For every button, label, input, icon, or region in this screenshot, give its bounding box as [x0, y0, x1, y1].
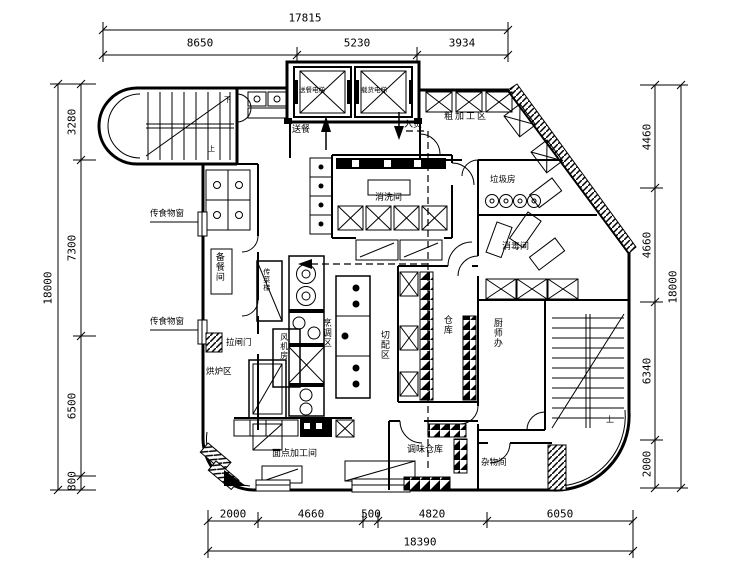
dim-left-seg3: 6500 [65, 392, 79, 420]
dim-bottom-seg1: 2000 [219, 507, 247, 521]
dim-bottom-seg2: 4660 [297, 507, 325, 521]
room-label-chef-office: 厨师办 [491, 318, 502, 348]
room-label-oven-area: 烘炉区 [206, 367, 232, 377]
room-label-storeroom: 仓库 [441, 315, 452, 335]
cooking-line [288, 255, 325, 417]
room-label-meal-prep: 备餐间 [213, 252, 224, 282]
outer-walls [97, 83, 637, 492]
room-label-cutting: 切配区 [378, 330, 389, 360]
room-label-disinfection: 消毒间 [502, 242, 530, 252]
meal-prep-area [150, 169, 251, 345]
dim-left-total: 18000 [41, 271, 55, 305]
dimension-lines-left [50, 79, 96, 495]
dimension-lines-top [98, 22, 513, 62]
staircase-right [551, 313, 625, 429]
label-meal-out: 送餐 [292, 125, 311, 135]
room-label-rough-processing: 粗加工区 [444, 112, 489, 122]
dim-right-seg2: 4660 [640, 231, 654, 259]
dish-lift-shaft [256, 260, 283, 322]
room-label-pastry: 面点加工间 [272, 449, 318, 459]
room-label-washing: 消洗间 [375, 193, 403, 203]
dim-top-seg2: 5230 [343, 36, 371, 50]
room-label-dish-lift: 传菜梯 [262, 268, 271, 292]
pastry-room [199, 417, 416, 493]
label-rolling-gate: 拉闸门 [226, 338, 252, 348]
garbage-room [485, 177, 563, 209]
dim-top-seg3: 3934 [448, 36, 476, 50]
storeroom [397, 241, 478, 403]
room-label-garbage: 垃圾房 [490, 175, 516, 185]
dim-right-total: 18000 [666, 270, 680, 304]
label-stairs-up-left: 上 [208, 145, 215, 153]
dim-bottom-total: 18390 [403, 535, 437, 549]
label-elevator-right: 载货电梯 [361, 86, 387, 94]
dim-bottom-seg4: 4820 [418, 507, 446, 521]
room-label-cooking: 烹调区 [320, 318, 331, 348]
rolling-gate-hatch [205, 332, 223, 353]
label-goods-in: 入货 [404, 120, 423, 130]
washing-room [309, 154, 475, 261]
dimension-lines-right [640, 80, 688, 493]
room-label-fan-room: 风机房 [279, 333, 289, 360]
rough-processing-equipment [247, 91, 564, 174]
interior-walls [237, 118, 629, 490]
room-label-sundries: 杂物间 [481, 458, 507, 468]
label-stairs-down: 下 [224, 96, 231, 104]
prep-island [335, 275, 371, 399]
dim-top-total: 17815 [288, 11, 322, 25]
dim-right-seg4: 2000 [640, 450, 654, 478]
dim-left-seg2: 7300 [65, 234, 79, 262]
room-label-seasoning-store: 调味仓库 [407, 445, 444, 455]
dim-bottom-seg3: 500 [361, 507, 381, 521]
disinfection-room [485, 211, 579, 300]
dim-right-seg3: 6340 [640, 357, 654, 385]
dim-bottom-seg5: 6050 [546, 507, 574, 521]
label-pass-window-upper: 传食物窗 [150, 209, 185, 219]
elevator-core [285, 60, 421, 124]
dim-left-seg4: 800 [65, 471, 79, 491]
sundries-room [478, 442, 567, 491]
label-elevator-left: 送餐电梯 [299, 86, 325, 94]
seasoning-store [388, 420, 478, 491]
dimension-lines-bottom [203, 510, 638, 558]
flow-arrows [298, 112, 429, 472]
dim-right-seg1: 4460 [640, 123, 654, 151]
label-stairs-up-right: 上 [606, 415, 614, 424]
dim-left-seg1: 3280 [65, 108, 79, 136]
label-pass-window-lower: 传食物窗 [150, 317, 185, 327]
dim-top-seg1: 8650 [186, 36, 214, 50]
staircase-top-left [145, 92, 252, 160]
